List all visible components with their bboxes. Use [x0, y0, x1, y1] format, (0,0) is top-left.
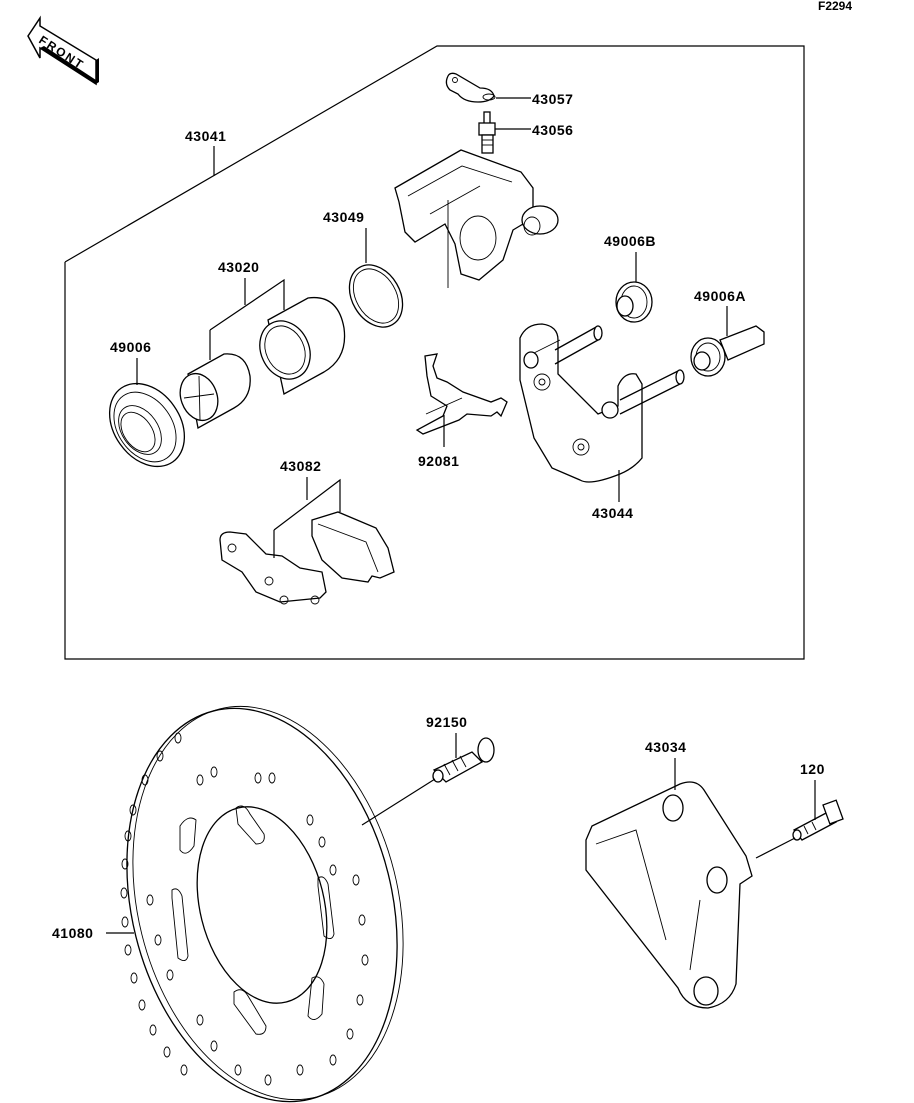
- svg-text:43041: 43041: [185, 128, 226, 144]
- callout-43034[interactable]: 43034: [645, 739, 686, 790]
- svg-text:43082: 43082: [280, 458, 321, 474]
- part-boot-a: [690, 325, 765, 377]
- part-piston-seal: [348, 264, 404, 328]
- svg-text:43056: 43056: [532, 122, 573, 138]
- part-brake-pad-set: [219, 511, 395, 605]
- part-boot-b: [615, 281, 653, 323]
- svg-text:43044: 43044: [592, 505, 633, 521]
- svg-text:92150: 92150: [426, 714, 467, 730]
- part-dust-seal: [108, 382, 186, 468]
- callout-120[interactable]: 120: [755, 761, 825, 859]
- callout-43082[interactable]: 43082: [273, 458, 341, 558]
- callout-92150[interactable]: 92150: [361, 714, 467, 826]
- part-caliper-bracket: [585, 781, 753, 1009]
- svg-text:49006: 49006: [110, 339, 151, 355]
- svg-text:49006A: 49006A: [694, 288, 746, 304]
- caliper-assembly-outline: [64, 45, 805, 660]
- callout-92081[interactable]: 92081: [418, 415, 459, 469]
- callout-41080[interactable]: 41080: [52, 925, 134, 941]
- svg-text:120: 120: [800, 761, 825, 777]
- callout-43049[interactable]: 43049: [323, 209, 367, 263]
- svg-text:43049: 43049: [323, 209, 364, 225]
- part-caliper-holder: [519, 323, 685, 483]
- part-bleeder-valve: [478, 111, 496, 154]
- part-caliper-body: [394, 149, 559, 288]
- callout-43044[interactable]: 43044: [592, 470, 633, 521]
- part-pad-spring: [415, 353, 508, 435]
- disc-hole-pattern: [120, 732, 369, 1086]
- part-bracket-bolt: [792, 799, 844, 841]
- svg-text:41080: 41080: [52, 925, 93, 941]
- part-disc-bolt: [432, 737, 495, 783]
- callout-49006A[interactable]: 49006A: [694, 288, 746, 336]
- callout-43057[interactable]: 43057: [496, 91, 573, 107]
- svg-text:49006B: 49006B: [604, 233, 656, 249]
- part-piston-insulator: [179, 353, 251, 430]
- part-brake-disc: [120, 705, 404, 1103]
- callout-49006B[interactable]: 49006B: [604, 233, 656, 282]
- svg-text:43020: 43020: [218, 259, 259, 275]
- part-bleeder-cap: [445, 72, 496, 103]
- figure-code: F2294: [818, 0, 852, 13]
- svg-text:43034: 43034: [645, 739, 686, 755]
- front-direction-arrow: FRONT: [27, 15, 99, 86]
- callout-43041[interactable]: 43041: [185, 128, 226, 176]
- svg-text:92081: 92081: [418, 453, 459, 469]
- svg-text:43057: 43057: [532, 91, 573, 107]
- part-piston: [259, 296, 346, 395]
- callout-43056[interactable]: 43056: [495, 122, 573, 138]
- callout-43020[interactable]: 43020: [209, 259, 285, 360]
- callout-49006[interactable]: 49006: [110, 339, 151, 385]
